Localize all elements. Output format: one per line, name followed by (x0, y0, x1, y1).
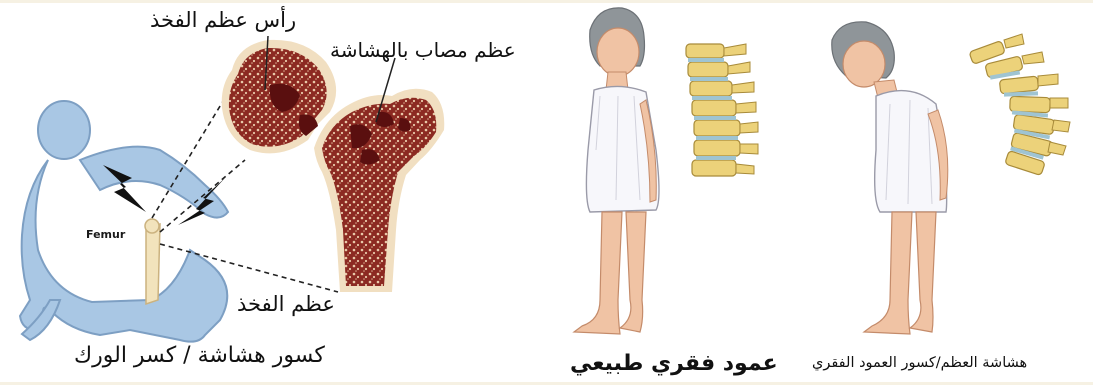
osteoporosis-spine-caption: هشاشة العظم/كسور العمود الفقري (812, 355, 1027, 371)
osteoporotic-bone-label: عظم مصاب بالهشاشة (330, 38, 516, 62)
spine-comparison-illustration (560, 0, 1093, 385)
hip-fracture-panel: Femur رأس عظم الفخذ عظم مصاب بالهشاشة عظ… (0, 0, 560, 385)
spine-comparison-panel: عمود فقري طبيعي هشاشة العظم/كسور العمود … (560, 0, 1093, 385)
stooped-posture-woman (832, 22, 948, 334)
femur-label: عظم الفخذ (237, 292, 335, 316)
normal-posture-woman (574, 8, 659, 334)
femur-shaft-section (314, 89, 444, 292)
femur-head-label: رأس عظم الفخذ (150, 8, 296, 32)
hip-fracture-caption: كسور هشاشة / كسر الورك (74, 343, 325, 368)
kneeling-body-figure (20, 101, 228, 342)
femur-bone-in-leg (146, 224, 160, 304)
normal-spine-caption: عمود فقري طبيعي (570, 351, 778, 376)
femur-english-label: Femur (86, 228, 125, 241)
curved-osteoporotic-spine (969, 34, 1070, 176)
normal-spine-column (686, 44, 758, 176)
